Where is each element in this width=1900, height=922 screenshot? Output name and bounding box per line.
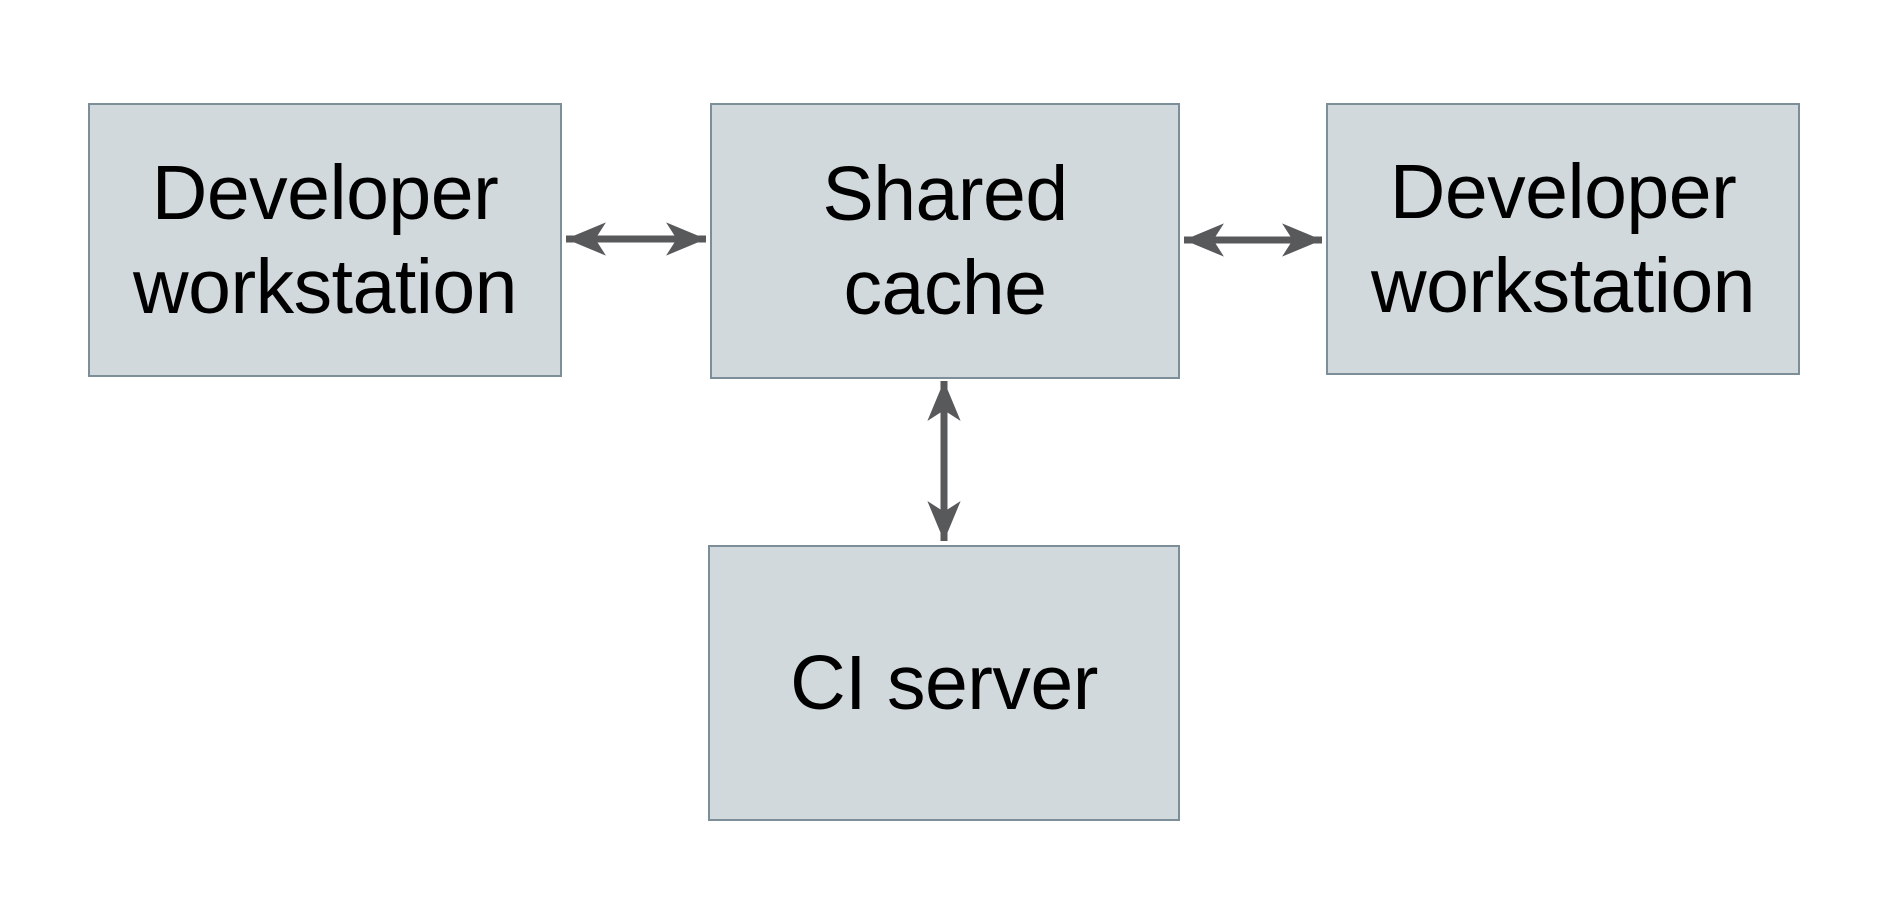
node-label-ci-server: CI server — [790, 640, 1098, 726]
node-developer-workstation-right: Developer workstation — [1326, 103, 1800, 375]
node-label-developer-workstation-left: Developer workstation — [133, 150, 517, 330]
node-shared-cache: Shared cache — [710, 103, 1180, 379]
node-label-developer-workstation-right: Developer workstation — [1371, 149, 1755, 329]
node-label-shared-cache: Shared cache — [822, 151, 1068, 331]
node-ci-server: CI server — [708, 545, 1180, 821]
node-developer-workstation-left: Developer workstation — [88, 103, 562, 377]
